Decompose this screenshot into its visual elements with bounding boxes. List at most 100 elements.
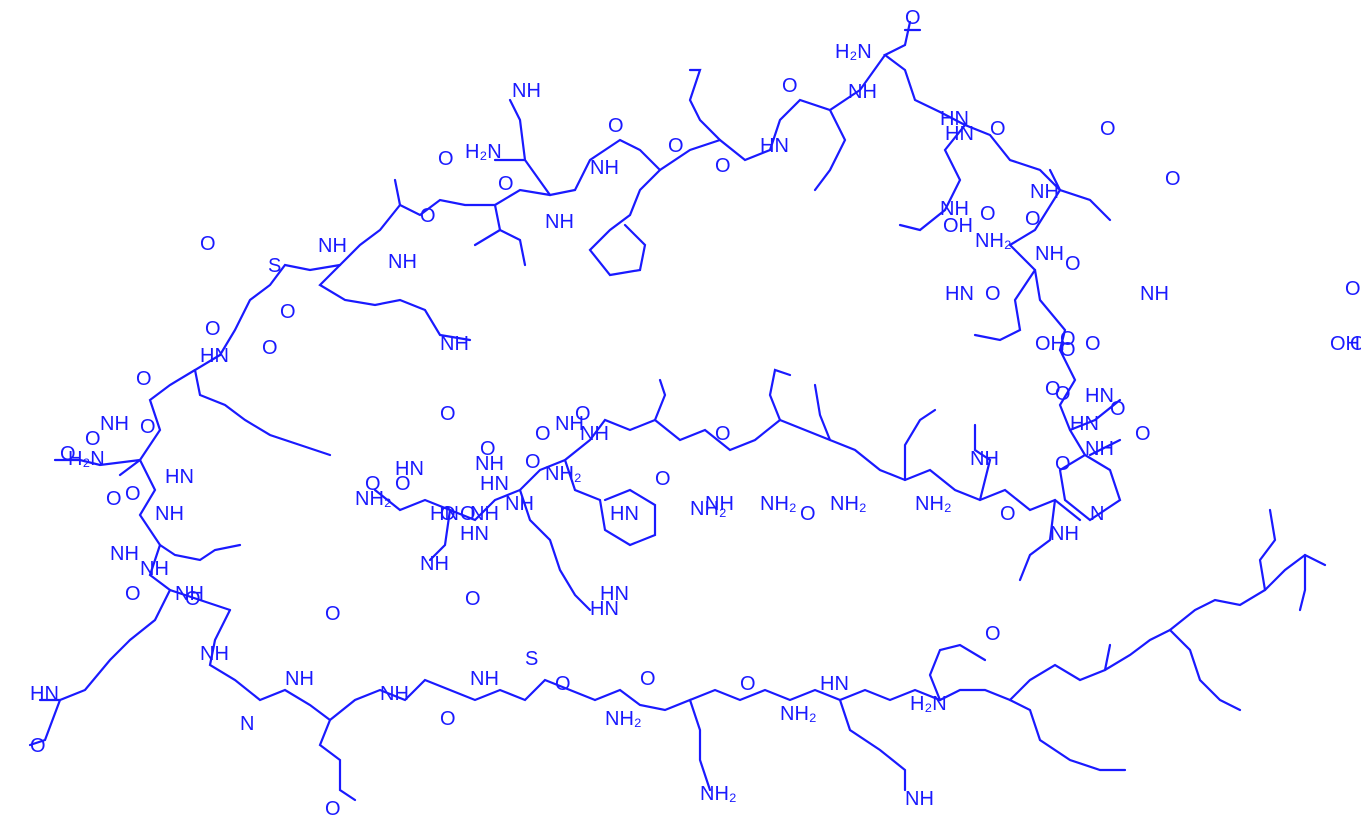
atom-label-nh2-12: NH₂ — [700, 783, 737, 805]
atom-label-nh-20: NH — [1085, 438, 1114, 460]
atom-label-nh-3: NH — [590, 157, 619, 179]
atom-label-o-42: O — [465, 588, 481, 610]
atom-label-nh2-1: H₂N — [835, 41, 872, 63]
atom-label-nh-44: NH — [285, 668, 314, 690]
atom-label-o-33: O — [575, 403, 591, 425]
atom-label-nh-45: NH — [380, 683, 409, 705]
atom-label-nh2-9: NH₂ — [545, 463, 582, 485]
bond-lines — [28, 20, 1327, 802]
atom-label-nh-8: HN — [200, 345, 229, 367]
atom-label-nh-38: NH — [100, 413, 129, 435]
atom-label-o-54: O — [555, 673, 571, 695]
atom-label-o-11: O — [136, 368, 152, 390]
atom-label-nh2-2: H₂N — [465, 141, 502, 163]
atom-label-o-6: O — [498, 173, 514, 195]
atom-label-nh-21: NH — [1050, 523, 1079, 545]
atom-label-oh-4: OH — [1035, 333, 1065, 355]
atom-label-nh2-3: H₂N — [68, 448, 105, 470]
atom-label-o-48: O — [125, 583, 141, 605]
atom-label-o-56: O — [740, 673, 756, 695]
atom-label-nh-9: NH — [440, 333, 469, 355]
atom-label-o-20: O — [990, 118, 1006, 140]
atom-label-nh-30: NH — [505, 493, 534, 515]
atom-label-oh-3: OH — [1345, 278, 1361, 300]
atom-label-nh-40: NH — [175, 583, 204, 605]
atom-label-nh-27: NH — [470, 503, 499, 525]
atom-label-nh-24: HN — [610, 503, 639, 525]
atom-label-nh-1: NH — [848, 81, 877, 103]
atom-label-nh-31: HN — [590, 598, 619, 620]
atom-label-nh-13: HN — [1085, 385, 1114, 407]
atom-label-nh-22: NH — [970, 448, 999, 470]
atom-label-nh-46: NH — [470, 668, 499, 690]
atom-label-oh-1: OH — [943, 215, 973, 237]
atom-label-o-19: O — [1060, 328, 1076, 350]
atom-label-o-26: O — [1135, 423, 1151, 445]
atom-label-nh2-13: NH₂ — [780, 703, 817, 725]
atom-label-o-8: O — [438, 148, 454, 170]
atom-labels: H₂NONHOHNOOONHNHH₂NONHOONHNHSOOHNNHOOHNH… — [30, 7, 1361, 820]
atom-label-nh-23: NH — [705, 493, 734, 515]
atom-label-o-50: O — [60, 443, 76, 465]
atom-label-o-16: O — [1060, 339, 1076, 361]
atom-label-s-2: S — [525, 648, 538, 670]
atom-label-nh-36: NH — [555, 413, 584, 435]
atom-label-o-47: O — [85, 428, 101, 450]
atom-label-o-22: O — [1025, 208, 1041, 230]
atom-label-o-15: O — [1100, 118, 1116, 140]
atom-label-nh2-11: NH₂ — [605, 708, 642, 730]
atom-label-nh2-6: NH₂ — [830, 493, 867, 515]
atom-label-nh-37: NH — [155, 503, 184, 525]
atom-label-o-36: O — [440, 503, 456, 525]
atom-label-nh-47: HN — [820, 673, 849, 695]
atom-label-o-32: O — [655, 468, 671, 490]
atom-label-o-14: O — [1165, 168, 1181, 190]
atom-label-o-45: O — [205, 318, 221, 340]
atom-label-o-1: O — [905, 7, 921, 29]
atom-label-o-55: O — [640, 668, 656, 690]
atom-label-o-53: O — [440, 708, 456, 730]
atom-label-o-46: O — [125, 483, 141, 505]
atom-label-n-1: N — [1090, 503, 1104, 525]
atom-label-o-51: O — [30, 735, 46, 757]
atom-label-o-2: O — [782, 75, 798, 97]
atom-label-o-38: O — [365, 473, 381, 495]
atom-label-oh-2: OH — [1350, 333, 1361, 355]
atom-label-nh2-14: H₂N — [910, 693, 947, 715]
atom-label-nh-2: HN — [760, 135, 789, 157]
atom-label-hn-42: HN — [30, 683, 59, 705]
atom-label-o-28: O — [1045, 378, 1061, 400]
atom-label-o-25: O — [1055, 453, 1071, 475]
atom-label-o-17: O — [1055, 383, 1071, 405]
atom-label-o-41: O — [525, 451, 541, 473]
atom-label-o-37: O — [480, 438, 496, 460]
atom-label-nh-19: HN — [1070, 413, 1099, 435]
atom-label-s-1: S — [268, 255, 281, 277]
atom-label-nh-5: NH — [512, 80, 541, 102]
atom-label-nh2-4: NH₂ — [975, 230, 1012, 252]
atom-label-o-9: O — [262, 337, 278, 359]
atom-label-o-27: O — [1110, 398, 1126, 420]
atom-label-o-39: O — [395, 473, 411, 495]
atom-label-nh-10: HN — [165, 466, 194, 488]
atom-label-o-31: O — [715, 423, 731, 445]
atom-label-nh-48: NH — [905, 788, 934, 810]
atom-label-nh-7: NH — [388, 251, 417, 273]
atom-label-hn-29: HN — [395, 458, 424, 480]
atom-label-nh-34: HN — [430, 503, 459, 525]
atom-label-nh-12: NH — [1035, 243, 1064, 265]
atom-label-nh-43: NH — [200, 643, 229, 665]
atom-label-nh-33: NH — [475, 453, 504, 475]
atom-label-nh2-8: NH₂ — [690, 498, 727, 520]
atom-label-nh-15: HN — [945, 283, 974, 305]
atom-label-o-13: O — [106, 488, 122, 510]
atom-label-n-2: N — [240, 713, 254, 735]
atom-label-nh-39: NH — [140, 558, 169, 580]
atom-label-oh-5: OH — [1330, 333, 1360, 355]
atom-label-o-57: O — [985, 623, 1001, 645]
atom-label-o-18: O — [985, 283, 1001, 305]
atom-label-o-52: O — [325, 798, 341, 820]
atom-label-o-30: O — [800, 503, 816, 525]
